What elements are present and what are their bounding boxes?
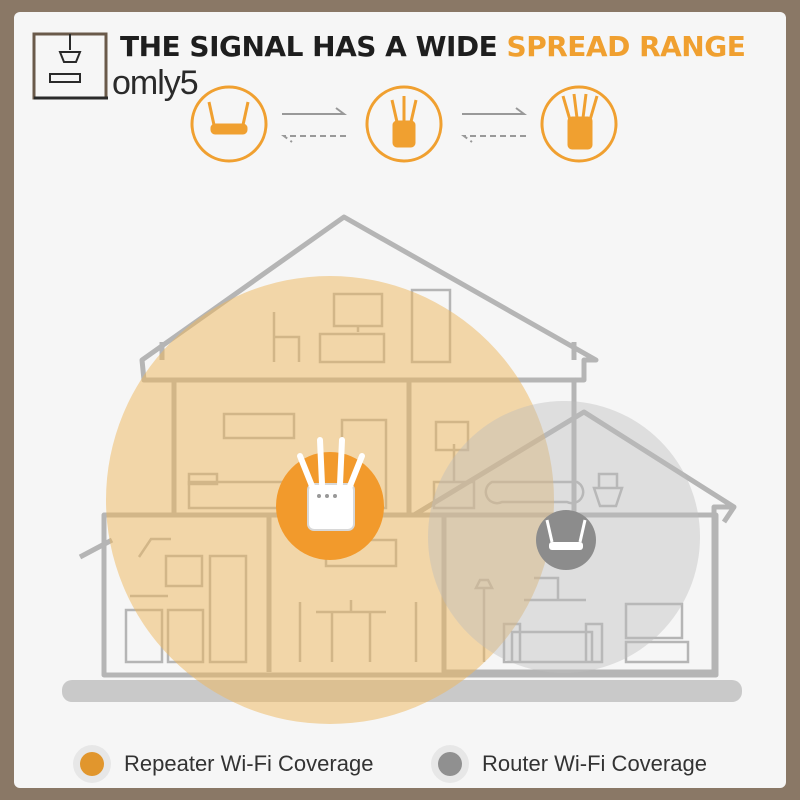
repeater-icon (365, 85, 443, 163)
gray-dot-icon (431, 745, 469, 784)
headline: THE SIGNAL HAS A WIDE SPREAD RANGE (120, 30, 760, 63)
legend-repeater: Repeater Wi-Fi Coverage (73, 745, 374, 784)
house-lamp-logo-icon (32, 32, 108, 100)
orange-dot-icon (73, 745, 111, 784)
repeater-device (276, 437, 384, 560)
legend-router-label: Router Wi-Fi Coverage (482, 751, 707, 777)
product-image: THE SIGNAL HAS A WIDE SPREAD RANGE Repea… (14, 12, 786, 788)
legend-router: Router Wi-Fi Coverage (431, 745, 707, 784)
headline-main: THE SIGNAL HAS A WIDE (120, 30, 498, 63)
signal-arrows-icon (281, 107, 527, 143)
router-icon (190, 85, 268, 163)
house-illustration (62, 85, 742, 724)
wifi-booster-icon (540, 85, 618, 163)
headline-accent: SPREAD RANGE (506, 30, 746, 63)
brand-watermark: omly5 (30, 30, 250, 102)
router-device (536, 510, 596, 570)
brand-name: omly5 (112, 64, 199, 102)
legend-repeater-label: Repeater Wi-Fi Coverage (124, 751, 374, 777)
